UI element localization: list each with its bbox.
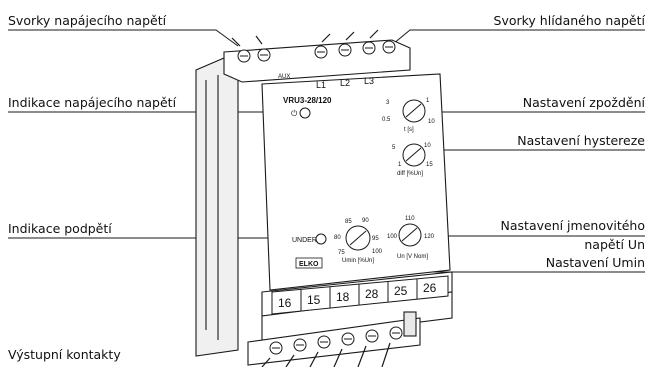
svg-text:3: 3 [386, 100, 390, 106]
label-supply-indication: Indikace napájecího napětí [8, 95, 177, 110]
top-screws [237, 40, 396, 63]
hysteresis-dial: 5 10 1 15 diff [%Un] [392, 143, 433, 177]
svg-text:120: 120 [424, 234, 435, 240]
svg-text:1: 1 [426, 98, 430, 104]
terminal-l3: L3 [364, 76, 374, 86]
umin-dial: 85 90 80 95 75 100 Umin [%Un] [334, 218, 383, 264]
label-nominal-line2: napětí Un [584, 237, 645, 252]
svg-text:95: 95 [372, 236, 379, 242]
svg-text:100: 100 [387, 234, 398, 240]
brand-box [295, 257, 323, 269]
under-label: UNDER [292, 237, 317, 244]
svg-text:85: 85 [345, 219, 352, 225]
label-hysteresis-setting: Nastavení hystereze [517, 133, 645, 148]
svg-text:10: 10 [424, 143, 431, 149]
leader-monitored-terminals [392, 29, 645, 45]
terminal-28: 28 [365, 287, 379, 301]
svg-text:75: 75 [338, 250, 345, 256]
svg-text:80: 80 [334, 235, 341, 241]
label-delay-setting: Nastavení zpoždění [522, 95, 645, 110]
un-dial: 110 100 120 Un [V Nom] [387, 216, 435, 260]
bottom-screws [269, 326, 403, 355]
label-output-contacts: Výstupní kontakty [8, 347, 121, 362]
svg-text:0.5: 0.5 [382, 117, 391, 123]
aux-label: AUX [278, 74, 290, 80]
label-undervoltage-indication: Indikace podpětí [8, 221, 112, 236]
leader-supply-terminals [8, 29, 239, 47]
svg-text:Umin [%Un]: Umin [%Un] [342, 258, 374, 264]
svg-text:1: 1 [398, 162, 402, 168]
bottom-terminal-strip: 16 15 18 28 25 26 [271, 275, 449, 315]
terminal-25: 25 [394, 284, 408, 298]
model-label: VRU3-28/120 [283, 96, 332, 105]
top-terminal-labels: AUX L1 L2 L3 [278, 74, 374, 90]
top-wires [231, 29, 379, 47]
terminal-18: 18 [336, 290, 350, 304]
brand-label: ELKO [299, 261, 319, 268]
terminal-l1: L1 [316, 80, 326, 90]
bottom-wires [261, 342, 391, 368]
svg-text:10: 10 [428, 119, 435, 125]
terminal-15: 15 [307, 293, 321, 307]
label-umin-setting: Nastavení Umin [545, 255, 645, 270]
label-monitored-terminals: Svorky hlídaného napětí [493, 13, 645, 28]
svg-text:Un [V Nom]: Un [V Nom] [397, 254, 428, 260]
svg-text:5: 5 [392, 145, 396, 151]
power-icon: ⏻ [291, 109, 298, 118]
svg-text:110: 110 [405, 216, 415, 222]
svg-text:diff [%Un]: diff [%Un] [397, 171, 423, 177]
terminal-16: 16 [278, 296, 292, 310]
svg-text:90: 90 [362, 218, 369, 224]
supply-led [299, 107, 311, 119]
label-supply-terminals: Svorky napájecího napětí [8, 13, 167, 28]
under-led [315, 233, 327, 245]
leader-lines [8, 29, 645, 273]
svg-text:100: 100 [372, 249, 383, 255]
label-nominal-line1: Nastavení jmenovitého [500, 218, 645, 233]
svg-text:t [s]: t [s] [404, 127, 414, 133]
svg-text:15: 15 [426, 162, 433, 168]
terminal-26: 26 [423, 281, 437, 295]
terminal-l2: L2 [340, 78, 350, 88]
delay-dial: 3 1 0.5 10 t [s] [382, 98, 435, 133]
